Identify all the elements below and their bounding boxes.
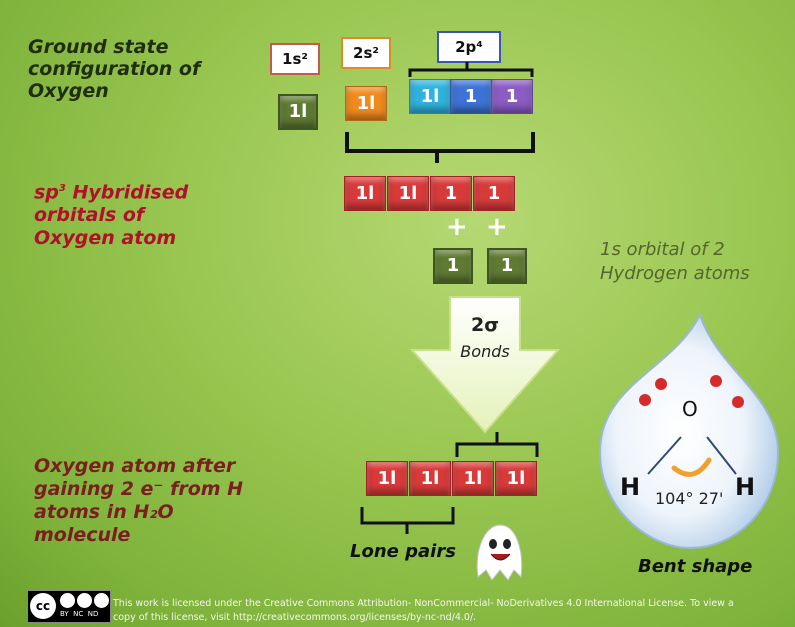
lone-pair-dot: [655, 378, 667, 390]
license-line-1: This work is licensed under the Creative…: [113, 598, 734, 609]
bracket-2p-top: [408, 68, 534, 77]
lone-pair-dot: [732, 396, 744, 408]
hybrid-sp: sp: [34, 181, 59, 204]
ground-state-line-1: Ground state: [28, 36, 169, 58]
hybrid-orbital-2: 1l: [387, 176, 429, 211]
angle-arc: [671, 457, 712, 477]
after-line-1: Oxygen atom after: [34, 455, 236, 477]
orbital-2p-3: 1: [491, 79, 533, 114]
hybrid-orbital-3: 1: [430, 176, 472, 211]
bond-arrow: [409, 296, 561, 434]
oxygen-label: O: [682, 397, 698, 421]
bond-right: [706, 436, 737, 475]
lone-pair-dot: [639, 394, 651, 406]
ground-state-line-3: Oxygen: [28, 80, 109, 102]
hydrogen-line-1: 1s orbital of 2: [600, 239, 725, 260]
nd-icon: [94, 593, 109, 608]
bracket-bond-pairs: [455, 442, 539, 457]
bent-shape-label: Bent shape: [638, 556, 753, 577]
orbital-1s: 1l: [278, 94, 318, 130]
by-icon: [60, 593, 75, 608]
license-text: This work is licensed under the Creative…: [113, 597, 785, 625]
ground-state-line-2: configuration of: [28, 58, 201, 80]
orbital-2p-1: 1l: [409, 79, 451, 114]
hydrogen-orbital-1: 1: [433, 248, 473, 284]
after-orbital-2: 1l: [409, 461, 451, 496]
ghost-mouth: [490, 553, 511, 561]
ground-state-label: Ground state configuration of Oxygen: [28, 36, 200, 102]
hybrid-sup: 3: [58, 183, 66, 194]
after-orbital-1: 1l: [366, 461, 408, 496]
tag-1s: 1s²: [270, 43, 320, 75]
lone-pairs-label: Lone pairs: [350, 541, 456, 562]
cc-badge-text: BY NC ND: [60, 610, 99, 618]
hydrogen-orbital-2: 1: [487, 248, 527, 284]
bond-angle-label: 104° 27': [655, 489, 724, 508]
bond-left: [647, 436, 682, 475]
hybrid-line-1: sp3 Hybridised: [34, 177, 188, 204]
after-line-2: gaining 2 e⁻ from H: [34, 478, 244, 500]
ghost-eye: [489, 539, 497, 549]
cc-license-badge[interactable]: cc BY NC ND: [27, 590, 111, 623]
hybrid-orbital-4: 1: [473, 176, 515, 211]
hybrid-line-2: orbitals of: [34, 204, 145, 227]
hybrid-orbital-1: 1l: [344, 176, 386, 211]
plus-sign-1: +: [446, 212, 468, 242]
license-line-2[interactable]: copy of this license, visit http://creat…: [113, 612, 477, 623]
hydrogen-right-label: H: [735, 473, 756, 501]
tag-2s: 2s²: [341, 37, 391, 69]
hydrogen-label: 1s orbital of 2 Hydrogen atoms: [600, 238, 750, 286]
after-line-4: molecule: [34, 524, 131, 546]
tag-2p: 2p⁴: [437, 31, 501, 63]
nc-icon: [77, 593, 92, 608]
water-drop: [598, 312, 780, 550]
lone-pair-dot: [710, 375, 722, 387]
after-label: Oxygen atom after gaining 2 e⁻ from H at…: [34, 455, 243, 547]
arrow-bonds: Bonds: [460, 342, 510, 361]
after-line-3: atoms in H₂O: [34, 501, 174, 523]
bracket-ground: [345, 132, 535, 153]
orbital-2s: 1l: [345, 86, 387, 121]
hydrogen-left-label: H: [620, 473, 641, 501]
hybrid-rest: Hybridised: [65, 181, 189, 204]
arrow-sigma: 2σ: [470, 314, 500, 336]
plus-sign-2: +: [486, 212, 508, 242]
hybrid-line-3: Oxygen atom: [34, 227, 177, 250]
cc-icon: cc: [30, 593, 56, 619]
ghost-eye: [503, 539, 511, 549]
hybrid-label: sp3 Hybridised orbitals of Oxygen atom: [34, 177, 188, 250]
orbital-2p-2: 1: [450, 79, 492, 114]
after-orbital-3: 1l: [452, 461, 494, 496]
hydrogen-line-2: Hydrogen atoms: [600, 263, 750, 284]
bracket-lone-pairs: [360, 507, 455, 525]
after-orbital-4: 1l: [495, 461, 537, 496]
ghost-icon: [476, 524, 523, 581]
